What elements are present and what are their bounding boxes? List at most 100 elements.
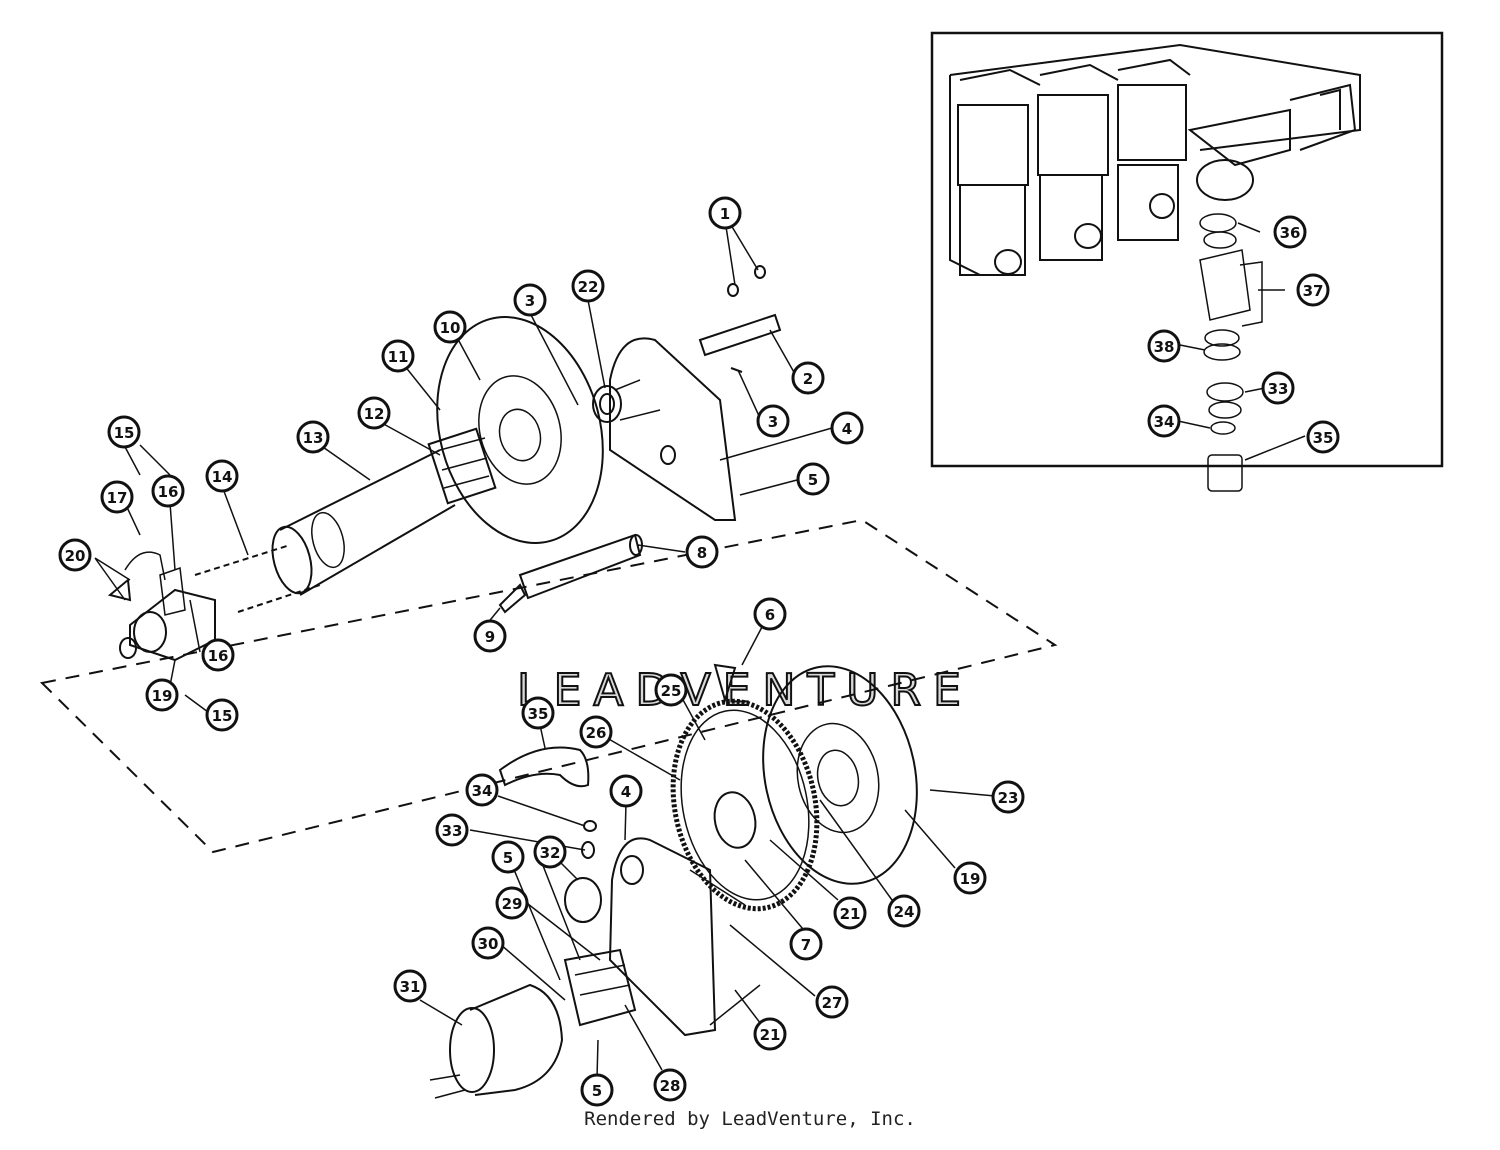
callout-circle xyxy=(513,283,547,317)
callout-label: 3 xyxy=(768,413,778,431)
callout-label: 4 xyxy=(842,420,852,438)
callout-circle xyxy=(580,1073,614,1107)
callout-7: 7 xyxy=(789,927,823,961)
callout-14: 14 xyxy=(205,459,239,493)
callout-28: 28 xyxy=(653,1068,687,1102)
leader-lines xyxy=(94,219,1306,1079)
callout-4: 4 xyxy=(609,774,643,808)
callout-circle xyxy=(753,1017,787,1051)
callout-15: 15 xyxy=(205,698,239,732)
callout-19: 19 xyxy=(145,678,179,712)
callout-2: 2 xyxy=(791,361,825,395)
callout-5: 5 xyxy=(580,1073,614,1107)
callout-21: 21 xyxy=(833,896,867,930)
callout-circle xyxy=(521,696,555,730)
callout-label: 30 xyxy=(478,935,499,953)
callout-label: 5 xyxy=(808,471,818,489)
callout-circle xyxy=(887,894,921,928)
callout-label: 33 xyxy=(1268,380,1289,398)
callout-12: 12 xyxy=(357,396,391,430)
callout-label: 15 xyxy=(114,424,135,442)
callout-31: 31 xyxy=(393,969,427,1003)
callout-label: 32 xyxy=(540,844,561,862)
callout-25: 25 xyxy=(654,673,688,707)
callout-label: 31 xyxy=(400,978,421,996)
callout-circle xyxy=(1147,329,1181,363)
callout-circle xyxy=(151,474,185,508)
callout-circle xyxy=(708,196,742,230)
callout-circle xyxy=(473,619,507,653)
callout-circle xyxy=(100,480,134,514)
callout-label: 4 xyxy=(621,783,631,801)
callout-6: 6 xyxy=(753,597,787,631)
callout-circle xyxy=(465,773,499,807)
callout-19: 19 xyxy=(953,861,987,895)
callout-label: 6 xyxy=(765,606,775,624)
callout-13: 13 xyxy=(296,420,330,454)
callout-5: 5 xyxy=(796,462,830,496)
callout-22: 22 xyxy=(571,269,605,303)
callout-label: 21 xyxy=(760,1026,781,1044)
footer-credit: Rendered by LeadVenture, Inc. xyxy=(584,1108,916,1130)
callout-circle xyxy=(107,415,141,449)
callout-circle xyxy=(357,396,391,430)
callout-circle xyxy=(435,813,469,847)
callout-29: 29 xyxy=(495,886,529,920)
callout-34: 34 xyxy=(465,773,499,807)
callout-10: 10 xyxy=(433,310,467,344)
callout-label: 17 xyxy=(107,489,128,507)
callout-label: 36 xyxy=(1280,224,1301,242)
inset-valve-manifold xyxy=(950,45,1360,491)
callout-label: 35 xyxy=(1313,429,1334,447)
callout-circle xyxy=(205,459,239,493)
callout-label: 12 xyxy=(364,405,385,423)
callout-circle xyxy=(201,638,235,672)
callout-label: 38 xyxy=(1154,338,1175,356)
callout-circle xyxy=(756,404,790,438)
callout-circle xyxy=(571,269,605,303)
callout-label: 22 xyxy=(578,278,599,296)
callout-circle xyxy=(654,673,688,707)
callout-17: 17 xyxy=(100,480,134,514)
callout-label: 8 xyxy=(697,544,707,562)
callout-4: 4 xyxy=(830,411,864,445)
callout-circle xyxy=(789,927,823,961)
callout-label: 26 xyxy=(586,724,607,742)
callout-circle xyxy=(145,678,179,712)
callout-circle xyxy=(471,926,505,960)
callout-label: 21 xyxy=(840,905,861,923)
callout-circle xyxy=(1147,404,1181,438)
callout-label: 35 xyxy=(528,705,549,723)
callout-26: 26 xyxy=(579,715,613,749)
callout-circle xyxy=(991,780,1025,814)
callout-20: 20 xyxy=(58,538,92,572)
callout-35: 35 xyxy=(521,696,555,730)
callout-label: 1 xyxy=(720,205,730,223)
callout-label: 16 xyxy=(208,647,229,665)
callout-circle xyxy=(953,861,987,895)
callout-circle xyxy=(533,835,567,869)
callout-32: 32 xyxy=(533,835,567,869)
callout-label: 5 xyxy=(592,1082,602,1100)
callout-circle xyxy=(495,886,529,920)
callout-label: 29 xyxy=(502,895,523,913)
callout-label: 23 xyxy=(998,789,1019,807)
callout-label: 20 xyxy=(65,547,86,565)
callout-1: 1 xyxy=(708,196,742,230)
callout-label: 13 xyxy=(303,429,324,447)
callout-label: 5 xyxy=(503,849,513,867)
callout-circle xyxy=(579,715,613,749)
callout-label: 11 xyxy=(388,348,409,366)
callout-label: 14 xyxy=(212,468,233,486)
lower-drive-assembly xyxy=(430,652,936,1098)
callout-label: 19 xyxy=(960,870,981,888)
callout-circle xyxy=(296,420,330,454)
callout-21: 21 xyxy=(753,1017,787,1051)
callout-label: 9 xyxy=(485,628,495,646)
callout-label: 34 xyxy=(1154,413,1175,431)
callout-circle xyxy=(1273,215,1307,249)
callout-label: 34 xyxy=(472,782,493,800)
callout-circle xyxy=(830,411,864,445)
